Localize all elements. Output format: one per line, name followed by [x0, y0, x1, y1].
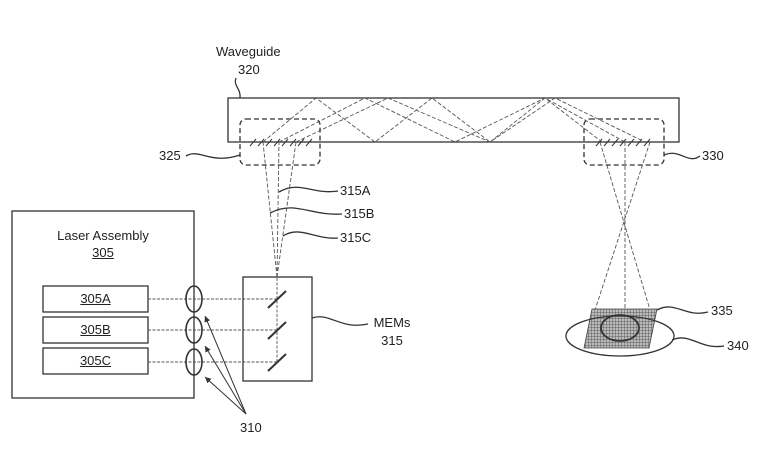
- grid-leader: [657, 307, 708, 313]
- laser-source-b-label: 305B: [43, 323, 148, 337]
- output-coupler-ref: 330: [702, 149, 724, 163]
- beam-b-leader: [270, 208, 342, 214]
- waveguide-ray-c: [296, 98, 645, 142]
- waveguide-leader: [235, 78, 240, 98]
- mems-ref: 315: [370, 334, 414, 348]
- beam-c-ref: 315C: [340, 231, 371, 245]
- mems-leader: [312, 317, 368, 325]
- waveguide-ray-a: [263, 98, 602, 142]
- laser-assembly-title: Laser Assembly: [12, 229, 194, 243]
- lenses-ref: 310: [240, 421, 262, 435]
- grid-ref: 335: [711, 304, 733, 318]
- laser-source-c-label: 305C: [43, 354, 148, 368]
- laser-source-a-label: 305A: [43, 292, 148, 306]
- waveguide-label: Waveguide: [216, 45, 281, 59]
- waveguide: [228, 98, 679, 142]
- lens-a-arrow: [205, 316, 246, 414]
- laser-assembly-ref: 305: [12, 246, 194, 260]
- input-coupler-leader: [186, 154, 240, 158]
- lens-b-arrow: [205, 346, 246, 414]
- output-beam-c: [595, 142, 650, 310]
- mems-label: MEMs: [370, 316, 414, 330]
- beam-a-ref: 315A: [340, 184, 370, 198]
- beam-a: [263, 142, 277, 277]
- beam-c-leader: [283, 232, 338, 238]
- eye-ref: 340: [727, 339, 749, 353]
- waveguide-ref: 320: [238, 63, 260, 77]
- input-coupler-ref: 325: [159, 149, 181, 163]
- beam-b-ref: 315B: [344, 207, 374, 221]
- lens-c-arrow: [205, 377, 246, 414]
- output-coupler-leader: [664, 153, 700, 158]
- eye-leader: [672, 338, 724, 347]
- beam-a-leader: [279, 187, 338, 192]
